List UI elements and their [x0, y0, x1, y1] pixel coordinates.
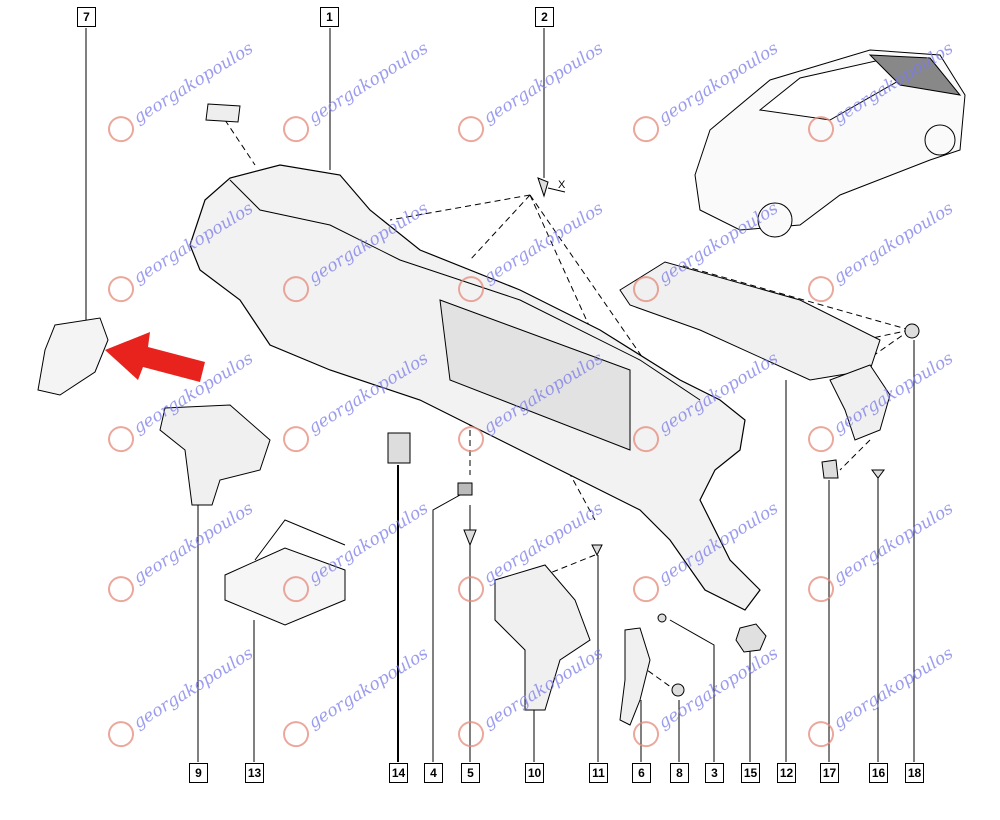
- callout-label-13: 13: [245, 763, 264, 783]
- callout-label-14: 14: [389, 763, 408, 783]
- callout-label-15: 15: [741, 763, 760, 783]
- part-12-deflector: [619, 261, 881, 381]
- part-2-clip: [537, 177, 549, 198]
- leader-4: [432, 494, 461, 762]
- leader-3: [669, 619, 715, 762]
- part-6-bracket: [619, 627, 651, 726]
- part-10-bracket: [494, 564, 591, 711]
- part-17-clip: [821, 459, 839, 479]
- part-7-bracket: [37, 317, 109, 396]
- callout-label-12: 12: [777, 763, 796, 783]
- part-14-pad: [387, 432, 411, 464]
- callout-label-11: 11: [589, 763, 608, 783]
- part-18-nut: [904, 323, 920, 339]
- callout-label-10: 10: [525, 763, 544, 783]
- callout-label-1: 1: [320, 7, 339, 27]
- part-5-screw: [463, 505, 477, 547]
- part-13-fastener-kit: [224, 547, 346, 626]
- part-15-nut: [735, 623, 767, 653]
- highlight-arrow: [105, 332, 205, 382]
- callout-label-17: 17: [820, 763, 839, 783]
- part-16-screw: [871, 469, 885, 498]
- callout-label-2: 2: [535, 7, 554, 27]
- part-13-box-lid: [254, 519, 346, 561]
- callout-label-7: 7: [77, 7, 96, 27]
- callout-label-3: 3: [705, 763, 724, 783]
- callout-label-5: 5: [461, 763, 480, 783]
- part-8-rivet: [671, 683, 685, 697]
- part-9-bracket: [159, 404, 271, 506]
- callout-label-18: 18: [905, 763, 924, 783]
- part-4-clip: [457, 482, 473, 496]
- annotation-x-line: [547, 187, 566, 193]
- bumper-crease: [229, 179, 701, 401]
- annotation-x: X: [558, 179, 566, 191]
- part-12-side: [829, 364, 891, 441]
- callout-label-8: 8: [670, 763, 689, 783]
- bumper-recess: [439, 299, 631, 451]
- callout-label-4: 4: [424, 763, 443, 783]
- part-11-clip: [591, 544, 603, 557]
- callout-label-9: 9: [189, 763, 208, 783]
- callout-label-16: 16: [869, 763, 888, 783]
- part-3-screw: [657, 613, 667, 623]
- vehicle-illustration: [694, 49, 966, 238]
- callout-label-6: 6: [632, 763, 651, 783]
- plate-icon: [205, 103, 241, 123]
